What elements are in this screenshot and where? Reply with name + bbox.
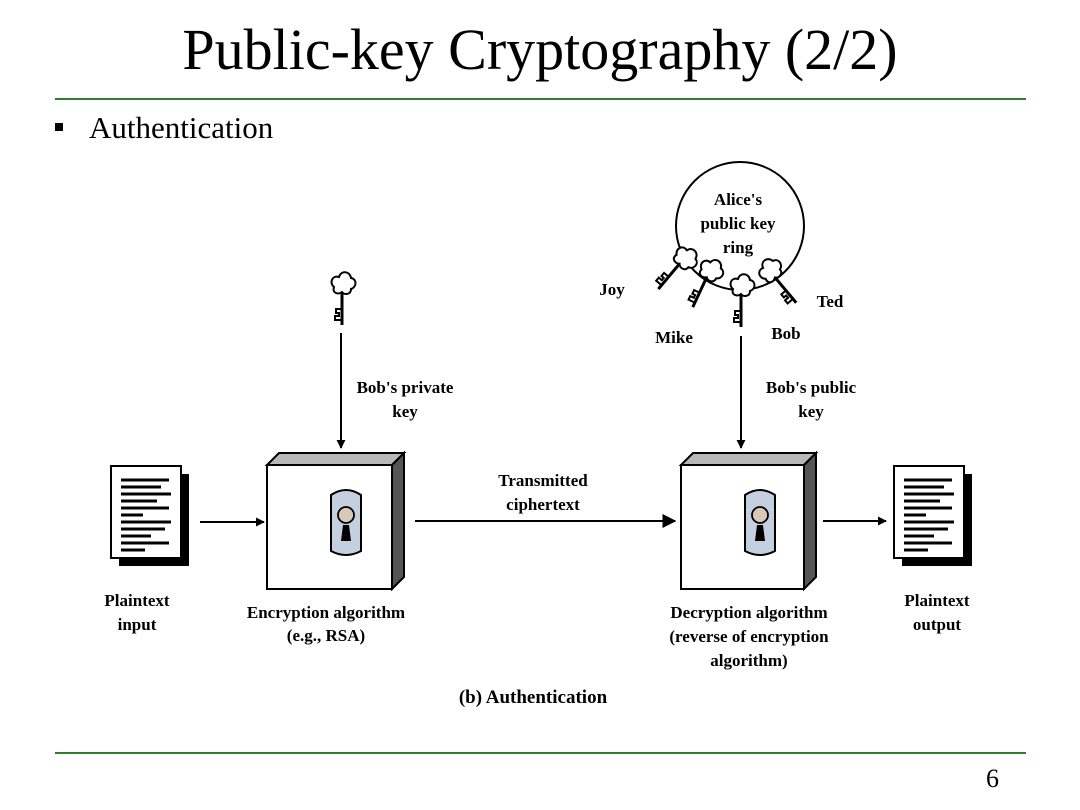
decryption-box	[678, 450, 819, 592]
plaintext-output-label: Plaintext output	[904, 591, 969, 634]
plaintext-input-document-icon	[109, 464, 191, 568]
encryption-lock-icon	[330, 489, 362, 556]
svg-text:Plaintext: Plaintext	[904, 591, 969, 610]
svg-text:Transmitted: Transmitted	[498, 471, 588, 490]
svg-text:ciphertext: ciphertext	[506, 495, 580, 514]
public-key-label: Bob's public key	[766, 378, 857, 421]
svg-text:public key: public key	[700, 214, 776, 233]
key-label-mike: Mike	[655, 328, 693, 347]
private-key-label: Bob's private key	[357, 378, 454, 421]
key-ring-label: Alice's public key ring	[700, 190, 776, 257]
svg-text:input: input	[118, 615, 157, 634]
encryption-algorithm-label: Encryption algorithm (e.g., RSA)	[247, 603, 405, 645]
svg-text:Decryption algorithm: Decryption algorithm	[670, 603, 827, 622]
bullet-text: Authentication	[89, 110, 274, 145]
plaintext-input-label: Plaintext input	[104, 591, 169, 634]
svg-text:Alice's: Alice's	[714, 190, 763, 209]
svg-text:key: key	[392, 402, 418, 421]
transmitted-ciphertext-label: Transmitted ciphertext	[498, 471, 588, 514]
key-label-bob: Bob	[771, 324, 800, 343]
decryption-algorithm-label: Decryption algorithm (reverse of encrypt…	[669, 603, 829, 670]
svg-text:algorithm): algorithm)	[710, 651, 787, 670]
bob-key-icon	[729, 272, 756, 329]
title-divider	[55, 98, 1026, 100]
svg-text:Plaintext: Plaintext	[104, 591, 169, 610]
slide-title: Public-key Cryptography (2/2)	[182, 17, 898, 82]
bullet-item: Authentication	[55, 108, 273, 148]
footer-divider	[55, 752, 1026, 754]
page-number: 6	[986, 764, 999, 793]
bullet-square-icon	[55, 122, 63, 131]
svg-text:Bob's private: Bob's private	[357, 378, 454, 397]
svg-text:(e.g., RSA): (e.g., RSA)	[287, 626, 365, 645]
encryption-box	[264, 450, 407, 592]
svg-text:Bob's public: Bob's public	[766, 378, 857, 397]
plaintext-output-document-icon	[892, 464, 974, 568]
svg-text:key: key	[798, 402, 824, 421]
key-label-joy: Joy	[599, 280, 625, 299]
svg-text:ring: ring	[723, 238, 754, 257]
svg-text:(reverse of encryption: (reverse of encryption	[669, 627, 829, 646]
private-key-icon	[330, 270, 357, 327]
diagram-caption: (b) Authentication	[459, 687, 608, 708]
key-label-ted: Ted	[817, 292, 844, 311]
svg-text:output: output	[913, 615, 962, 634]
decryption-lock-icon	[744, 489, 776, 556]
svg-text:Encryption algorithm: Encryption algorithm	[247, 603, 405, 622]
